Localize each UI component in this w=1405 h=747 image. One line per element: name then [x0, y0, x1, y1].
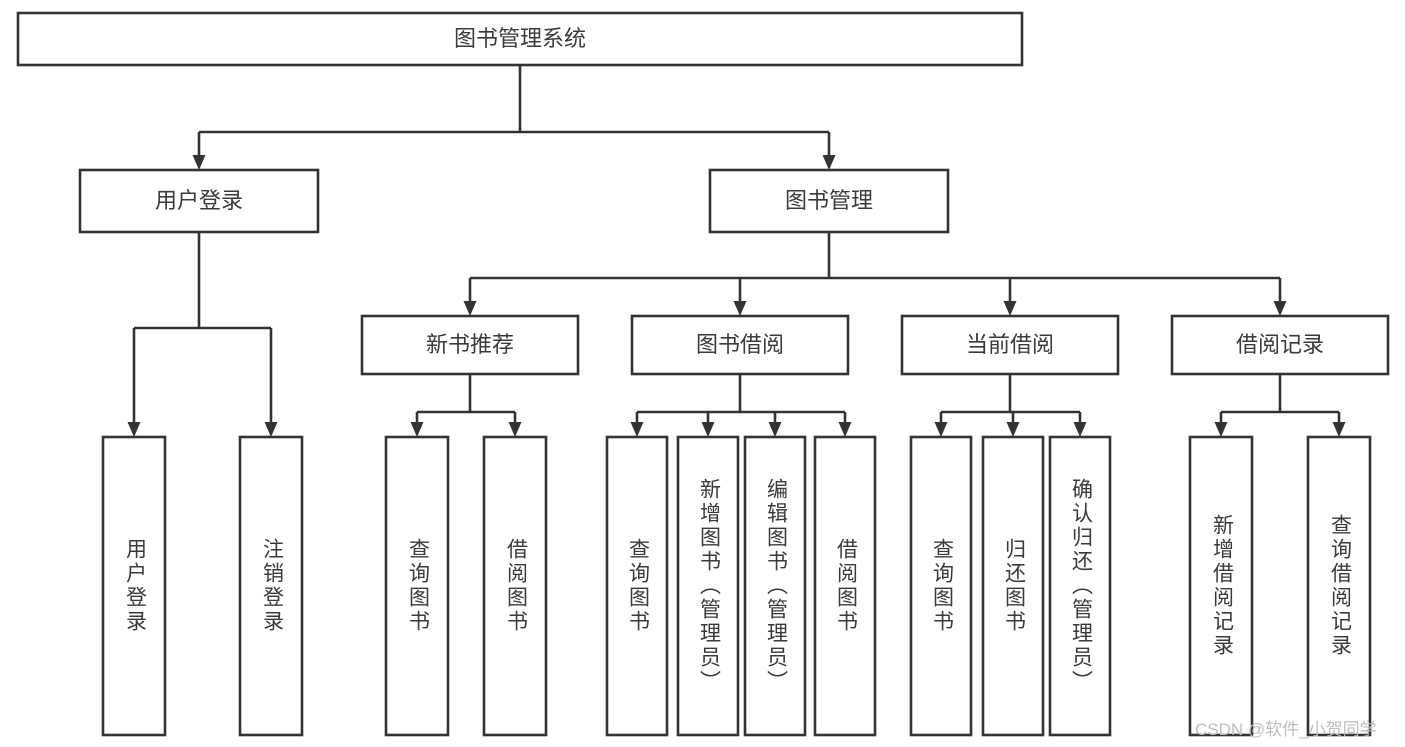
node-box-leaf-borrow-book-br[interactable]: [813, 435, 877, 737]
connector-arrowhead: [701, 422, 715, 437]
connector-arrowhead: [934, 422, 948, 437]
node-label-book-manage: 图书管理: [785, 188, 873, 213]
node-box-new-book-rec[interactable]: [360, 314, 580, 376]
node-box-current-borrow[interactable]: [900, 314, 1120, 376]
connector-arrowhead: [1273, 301, 1287, 316]
node-box-book-borrow[interactable]: [630, 314, 850, 376]
nodes-layer: [16, 11, 1390, 737]
node-box-leaf-user-logout[interactable]: [238, 435, 304, 737]
node-box-leaf-add-book[interactable]: [676, 435, 740, 737]
node-box-root[interactable]: [16, 11, 1024, 67]
node-box-borrow-record[interactable]: [1170, 314, 1390, 376]
node-label-book-borrow: 图书借阅: [696, 332, 784, 357]
connectors-layer: [127, 65, 1346, 437]
connector-arrowhead: [1003, 301, 1017, 316]
connector-arrowhead: [733, 301, 747, 316]
connector-arrowhead: [463, 301, 477, 316]
node-box-leaf-add-record[interactable]: [1188, 435, 1254, 737]
node-box-leaf-return-book[interactable]: [981, 435, 1045, 737]
node-label-user-login: 用户登录: [155, 188, 243, 213]
connector-arrowhead: [1006, 422, 1020, 437]
connector-arrowhead: [630, 422, 644, 437]
node-label-borrow-record: 借阅记录: [1236, 332, 1324, 357]
node-box-user-login[interactable]: [78, 168, 320, 234]
connector-arrowhead: [768, 422, 782, 437]
connector-arrowhead: [1214, 422, 1228, 437]
connector-arrowhead: [1073, 422, 1087, 437]
node-label-root: 图书管理系统: [454, 26, 586, 51]
connector-arrowhead: [1332, 422, 1346, 437]
connector-arrowhead: [838, 422, 852, 437]
node-box-leaf-query-book-br[interactable]: [605, 435, 669, 737]
node-box-leaf-confirm-return[interactable]: [1048, 435, 1112, 737]
node-box-leaf-borrow-book-rec[interactable]: [482, 435, 548, 737]
node-box-book-manage[interactable]: [708, 168, 950, 234]
node-label-new-book-rec: 新书推荐: [426, 332, 514, 357]
csdn-watermark: CSDN @软件_小贺同学: [1195, 720, 1377, 739]
connector-arrowhead: [192, 155, 206, 170]
node-box-leaf-edit-book[interactable]: [743, 435, 807, 737]
connector-arrowhead: [410, 422, 424, 437]
connector-arrowhead: [822, 155, 836, 170]
node-box-leaf-query-record[interactable]: [1306, 435, 1372, 737]
connector-arrowhead: [127, 422, 141, 437]
node-label-current-borrow: 当前借阅: [966, 332, 1054, 357]
connector-arrowhead: [264, 422, 278, 437]
connector-arrowhead: [508, 422, 522, 437]
node-box-leaf-query-book-cb[interactable]: [909, 435, 973, 737]
node-box-leaf-user-login[interactable]: [101, 435, 167, 737]
node-box-leaf-query-book-rec[interactable]: [384, 435, 450, 737]
